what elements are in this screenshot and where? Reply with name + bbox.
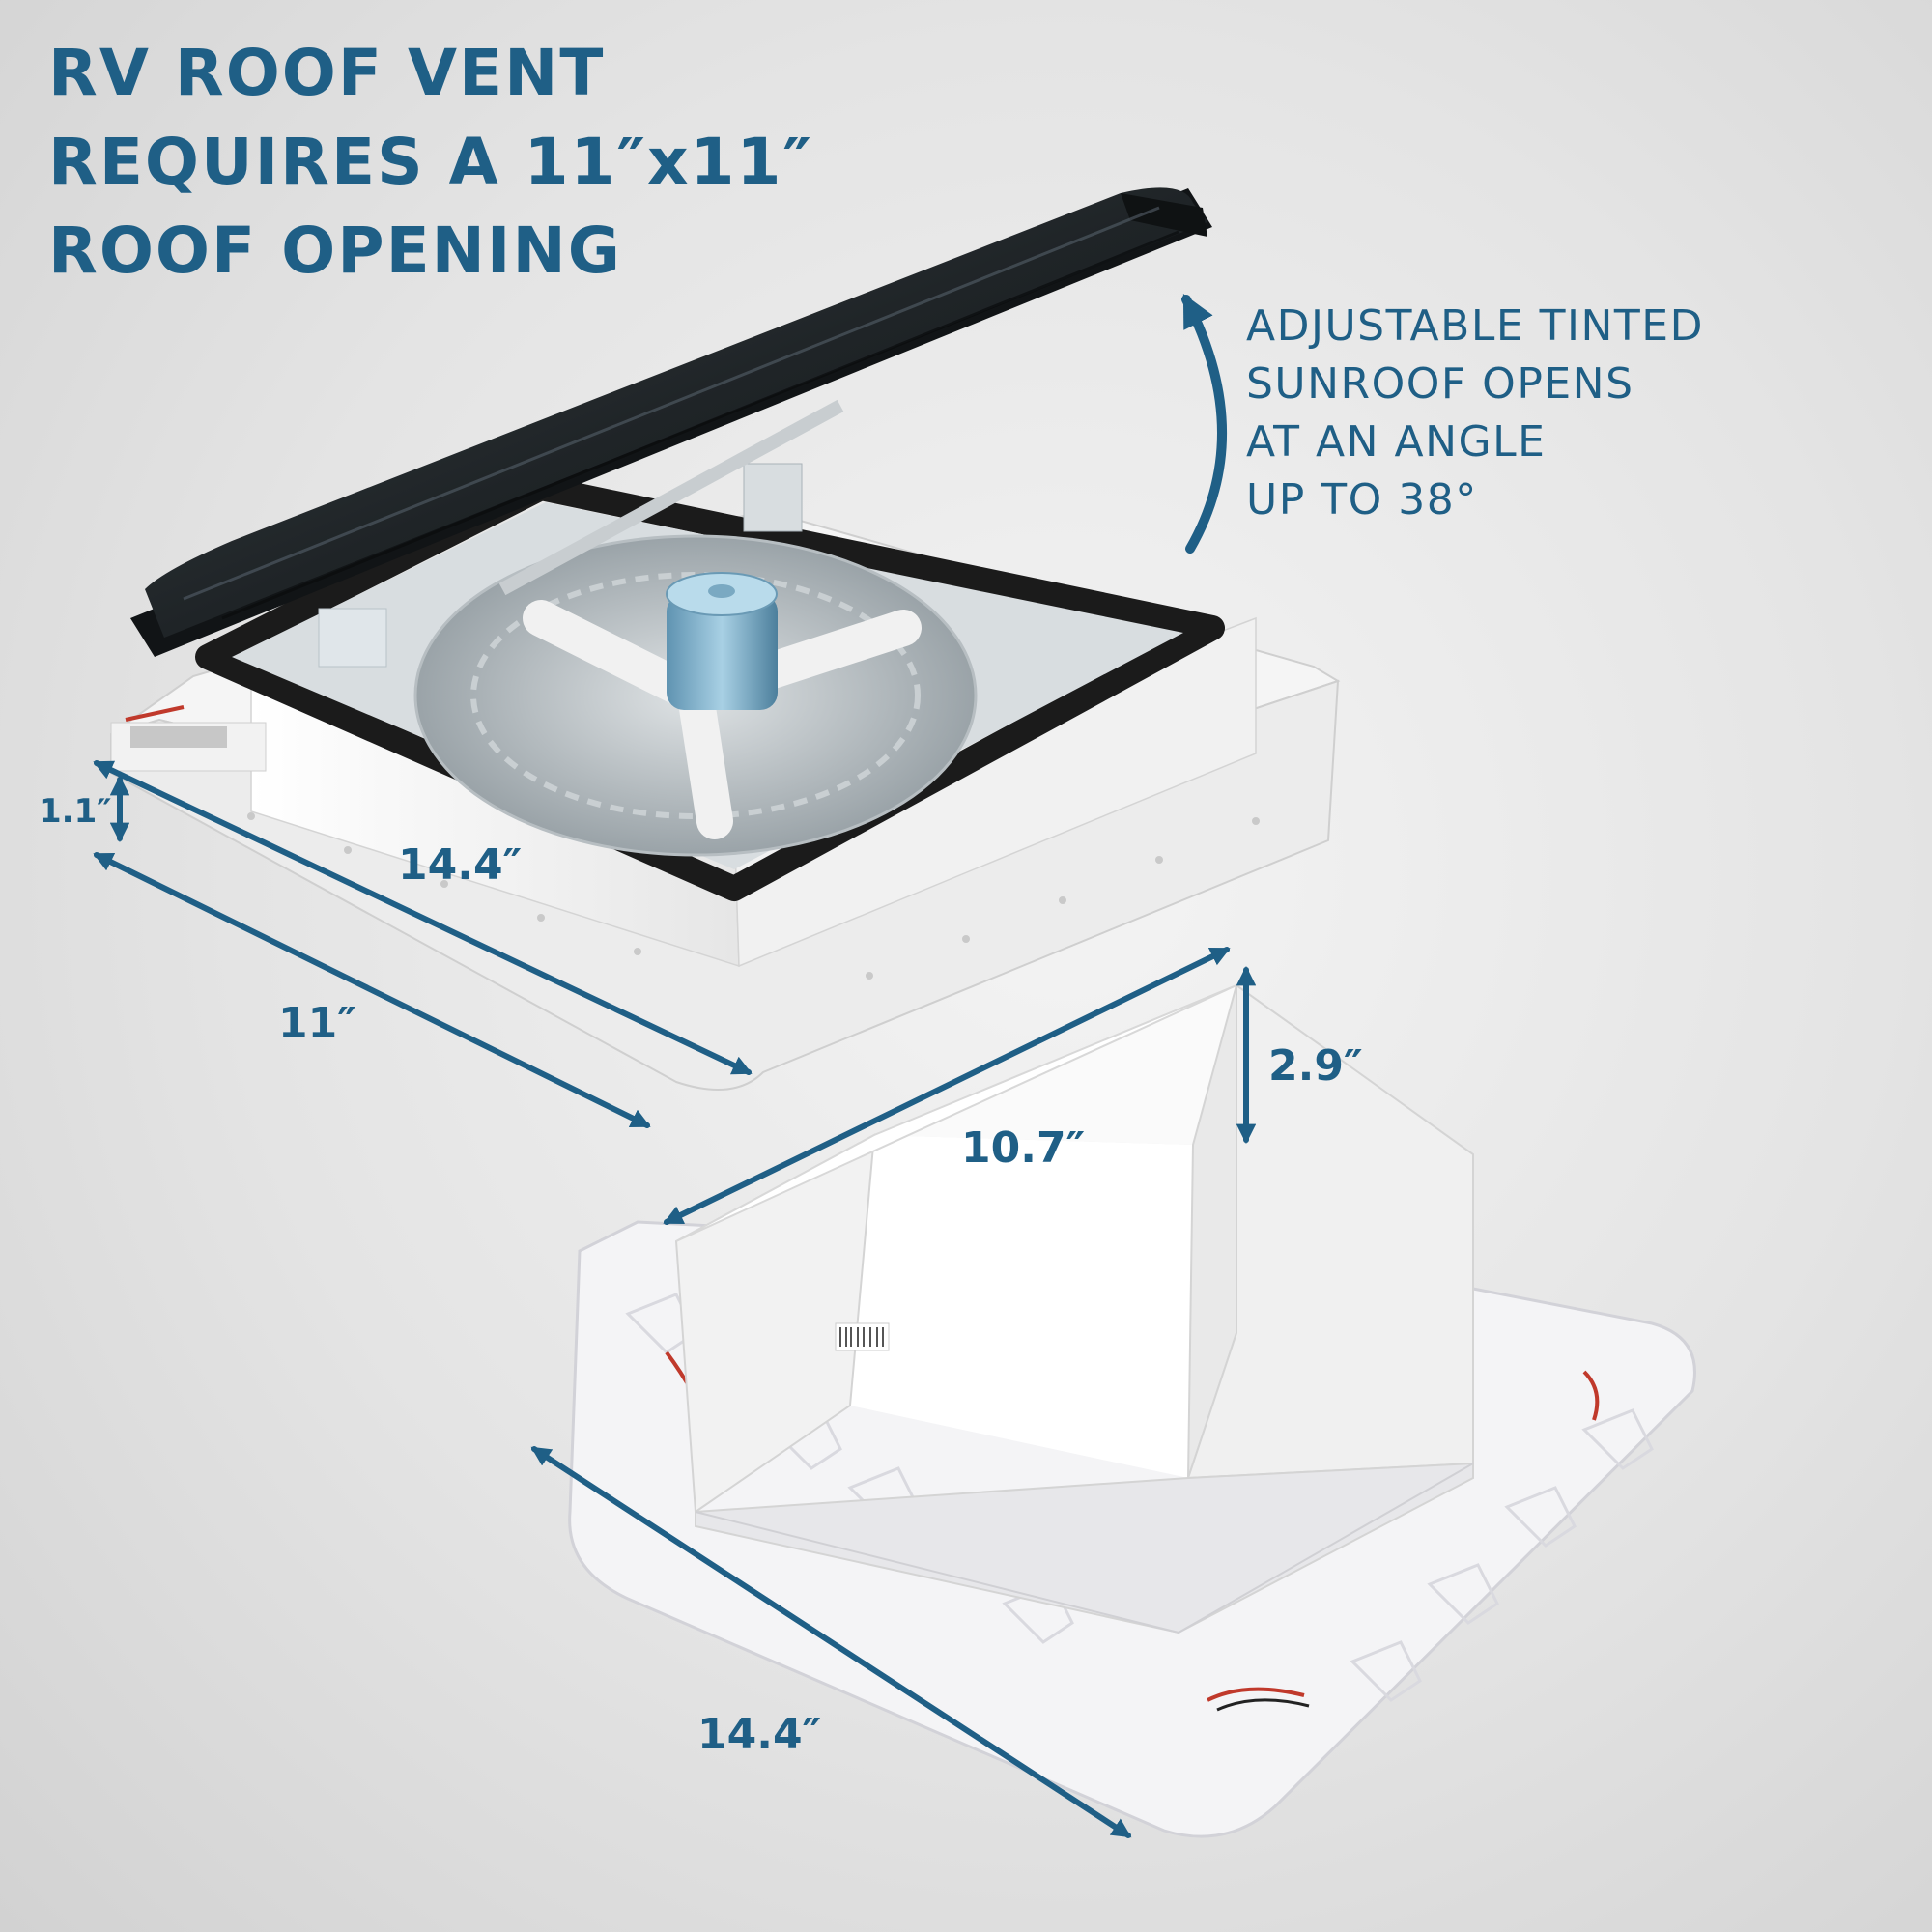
callout-line-4: UP TO 38° (1246, 475, 1478, 525)
frame-width-label: 10.7″ (961, 1123, 1086, 1173)
sunroof-callout: ADJUSTABLE TINTED SUNROOF OPENS AT AN AN… (1246, 298, 1704, 529)
headline: RV ROOF VENT REQUIRES A 11″x11″ ROOF OPE… (48, 29, 813, 296)
vent-width-label: 14.4″ (398, 840, 523, 890)
fan-motor (667, 594, 778, 710)
double-arrow-icon (663, 947, 1231, 1225)
headline-line-3: ROOF OPENING (48, 213, 622, 288)
frame-height-label: 2.9″ (1268, 1041, 1363, 1091)
vent-depth-label: 11″ (278, 999, 356, 1048)
barcode-label (835, 1322, 890, 1351)
headline-line-2: REQUIRES A 11″x11″ (48, 125, 813, 199)
curved-arrow-up-icon (1181, 293, 1227, 554)
callout-line-2: SUNROOF OPENS (1246, 359, 1634, 409)
garnish-frame-unit (568, 983, 1696, 1838)
callout-line-3: AT AN ANGLE (1246, 417, 1547, 467)
double-arrow-icon (93, 852, 651, 1128)
headline-line-1: RV ROOF VENT (48, 36, 606, 110)
callout-line-1: ADJUSTABLE TINTED (1246, 301, 1704, 351)
vent-height-label: 1.1″ (39, 792, 112, 831)
double-arrow-icon (530, 1446, 1132, 1838)
flange-width-label: 14.4″ (697, 1710, 822, 1759)
